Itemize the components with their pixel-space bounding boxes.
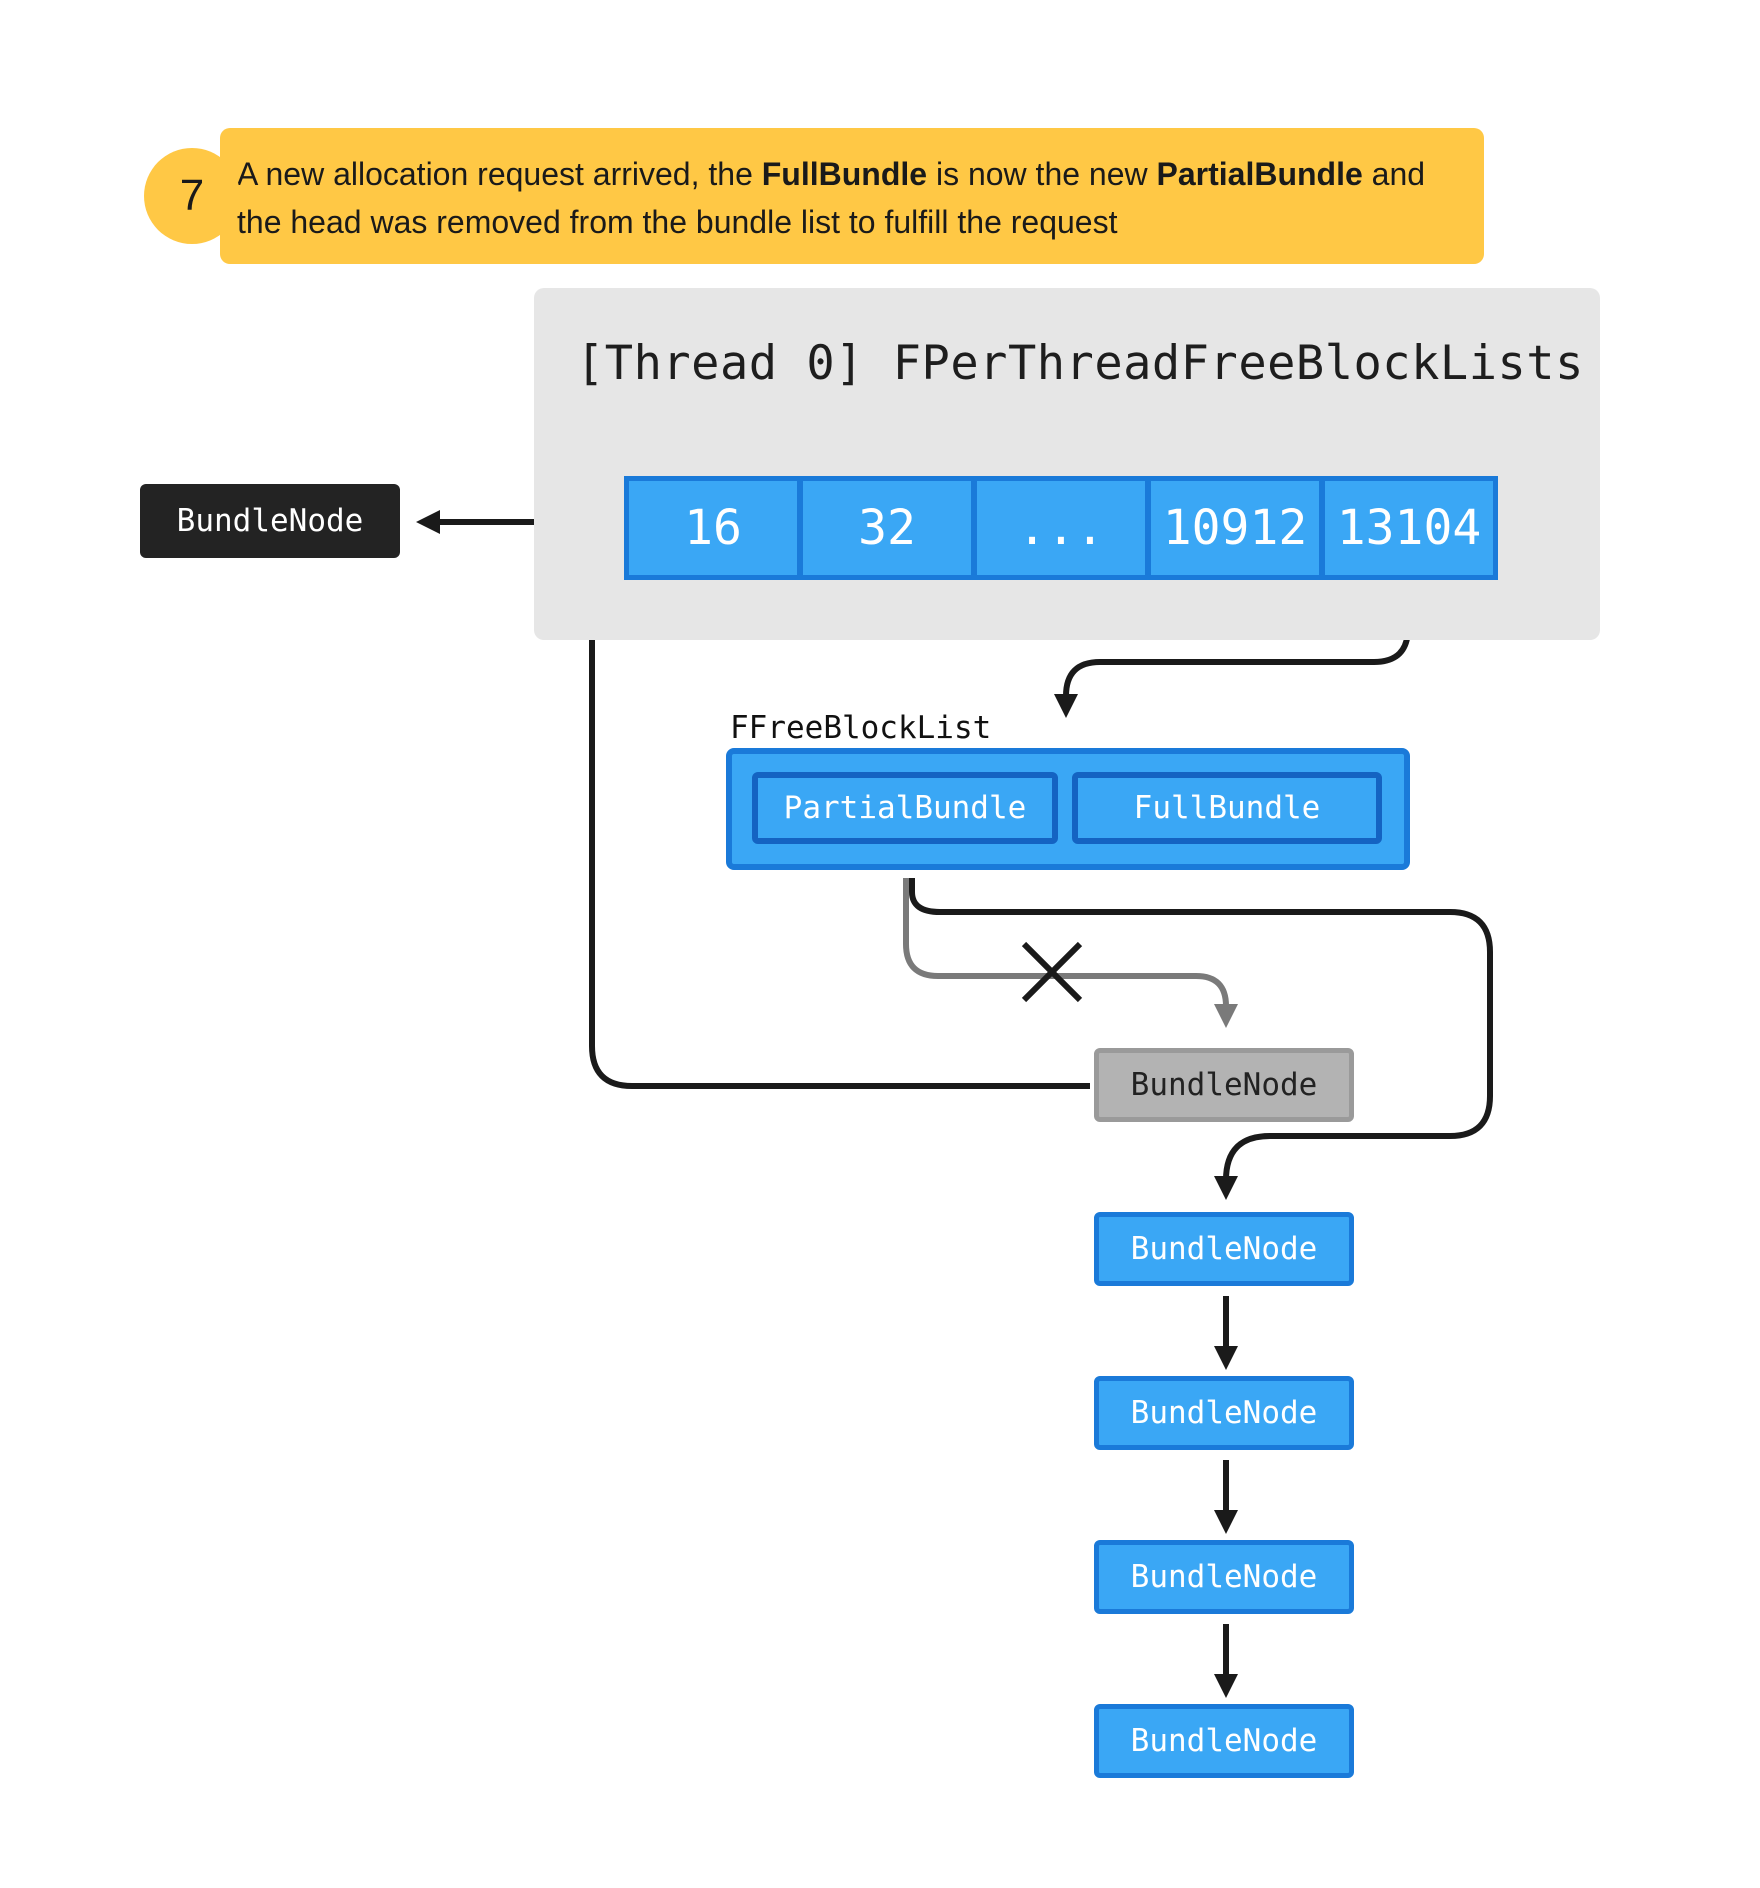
freeblocklist-label: FFreeBlockList [730,710,992,746]
thread-panel-title: [Thread 0] FPerThreadFreeBlockLists [576,336,1584,391]
step-number-badge: 7 [144,148,240,244]
size-cell-ellipsis: ... [972,476,1150,580]
removed-bundle-node: BundleNode [140,484,400,558]
stale-bundle-node: BundleNode [1094,1048,1354,1122]
callout-text-1: A new allocation request arrived, the [237,156,762,192]
callout-bold-partialbundle: PartialBundle [1156,156,1363,192]
callout-text-3: and the head was removed from the bundle… [237,156,1426,240]
partial-bundle-slot: PartialBundle [752,772,1058,844]
arrow-size-to-freeblocklist [1054,586,1411,718]
bundle-node-1: BundleNode [1094,1212,1354,1286]
arrow-partial-to-list [909,878,1493,1200]
callout-text-2: is now the new [927,156,1157,192]
step-callout: A new allocation request arrived, the Fu… [220,128,1484,264]
size-cell-13104: 13104 [1320,476,1498,580]
full-bundle-slot: FullBundle [1072,772,1382,844]
bundle-node-2: BundleNode [1094,1376,1354,1450]
callout-bold-fullbundle: FullBundle [761,156,928,192]
size-cell-32: 32 [798,476,976,580]
size-cell-16: 16 [624,476,802,580]
bundle-node-3: BundleNode [1094,1540,1354,1614]
bundle-node-4: BundleNode [1094,1704,1354,1778]
arrow-partial-to-gray-node [903,878,1238,1028]
size-cell-10912: 10912 [1146,476,1324,580]
thread-panel [534,288,1600,640]
cross-mark [1021,941,1083,1003]
